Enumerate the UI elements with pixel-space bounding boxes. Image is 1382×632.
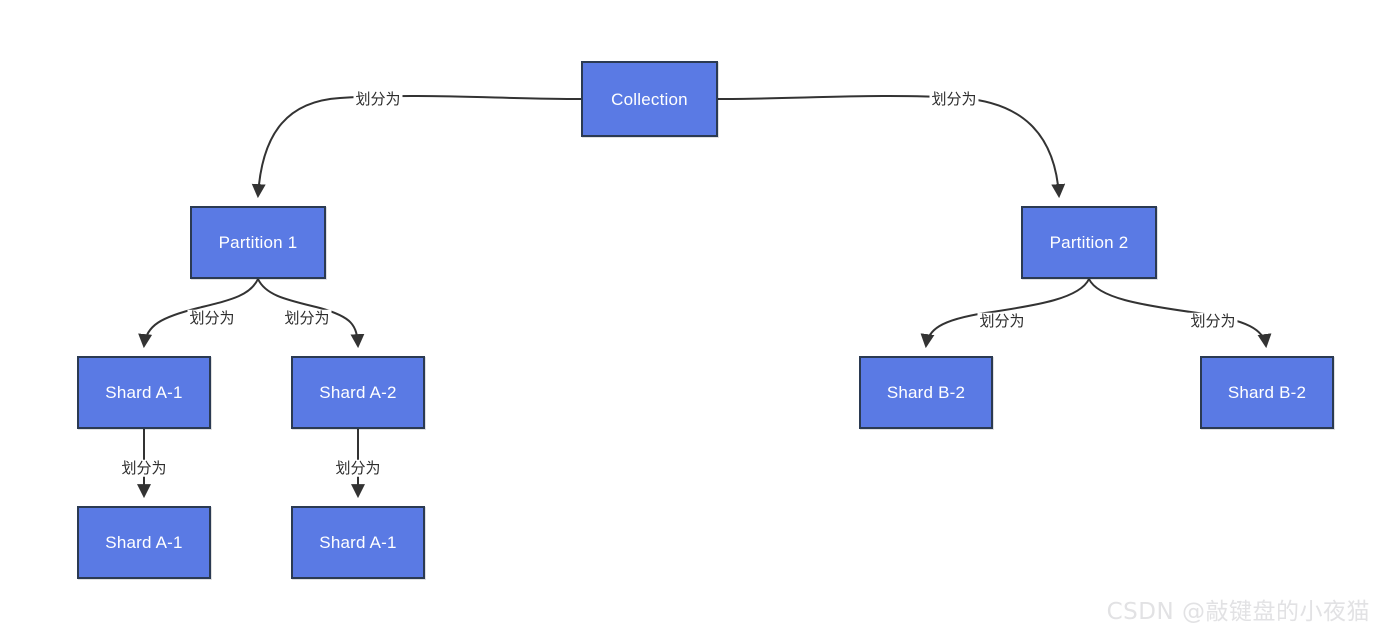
node-label-partition-2: Partition 2 (1049, 233, 1129, 252)
node-shard-a-1-bottom-left[interactable]: Shard A-1 (77, 506, 211, 579)
node-collection[interactable]: Collection (581, 61, 718, 137)
edge-label-collection-partition1: 划分为 (353, 89, 403, 108)
node-label-collection: Collection (611, 89, 688, 109)
node-label-shard-a-2: Shard A-2 (319, 383, 397, 402)
node-shard-b-2-right[interactable]: Shard B-2 (1200, 356, 1334, 429)
edge-label-partition1-sharda1: 划分为 (187, 308, 237, 327)
node-label-shard-a-1-bottom-right: Shard A-1 (319, 533, 397, 552)
node-label-shard-b-2-left: Shard B-2 (886, 383, 966, 402)
node-label-shard-a-1: Shard A-1 (105, 383, 183, 402)
node-shard-a-1-bottom-right[interactable]: Shard A-1 (291, 506, 425, 579)
node-partition-1[interactable]: Partition 1 (190, 206, 326, 279)
node-label-shard-a-1-bottom-left: Shard A-1 (105, 533, 183, 552)
edge-label-sharda1-sharda1bottom: 划分为 (119, 458, 169, 477)
edge-label-partition2-shardb2left: 划分为 (977, 311, 1027, 330)
node-shard-a-1[interactable]: Shard A-1 (77, 356, 211, 429)
node-label-shard-b-2-right: Shard B-2 (1227, 383, 1307, 402)
node-shard-b-2-left[interactable]: Shard B-2 (859, 356, 993, 429)
node-shard-a-2[interactable]: Shard A-2 (291, 356, 425, 429)
edge-label-partition1-sharda2: 划分为 (282, 308, 332, 327)
edge-collection-partition1 (251, 95, 582, 199)
node-label-partition-1: Partition 1 (218, 233, 298, 252)
edge-partition2-shardb2right (1088, 278, 1272, 349)
edge-label-sharda2-sharda1bottom: 划分为 (333, 458, 383, 477)
watermark: CSDN @敲键盘的小夜猫 (1106, 599, 1370, 625)
edge-label-collection-partition2: 划分为 (929, 89, 979, 108)
node-partition-2[interactable]: Partition 2 (1021, 206, 1157, 279)
edge-collection-partition2 (717, 95, 1066, 199)
edge-label-partition2-shardb2right: 划分为 (1188, 311, 1238, 330)
